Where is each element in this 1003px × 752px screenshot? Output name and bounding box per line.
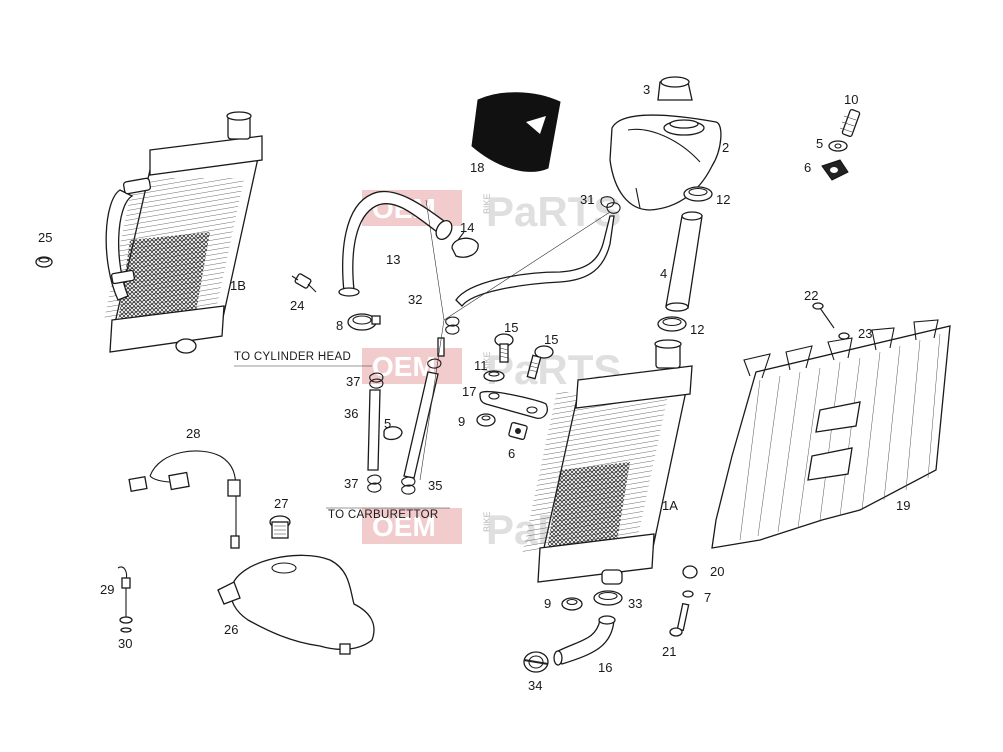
- callout-30: 30: [118, 636, 132, 651]
- wiring-28-drawing: [128, 450, 241, 549]
- note-to-carburettor: TO CARBURETTOR: [328, 509, 438, 521]
- drain-29-drawing: [117, 566, 133, 633]
- callout-11: 11: [474, 358, 488, 373]
- radiator-guard-19-drawing: [711, 319, 951, 549]
- t-connector-drawing: [427, 316, 460, 369]
- callout-14: 14: [460, 220, 474, 235]
- callout-24: 24: [290, 298, 304, 313]
- callout-32: 32: [408, 292, 422, 307]
- watermark-bike: BIKE: [482, 351, 492, 372]
- callout-35: 35: [428, 478, 442, 493]
- hose-32-drawing: [455, 215, 615, 308]
- clamp-12-lower-drawing: [657, 316, 687, 332]
- callout-36: 36: [344, 406, 358, 421]
- cap-27-drawing: [269, 515, 291, 539]
- expansion-tank-drawing: [609, 76, 722, 211]
- bolt-21-drawing: [669, 565, 698, 637]
- clamp-12-upper-drawing: [683, 186, 713, 202]
- radiator-1a-drawing: [522, 339, 693, 585]
- callout-6-center: 6: [508, 446, 515, 461]
- leader-lines: [234, 199, 611, 509]
- callout-31: 31: [580, 192, 594, 207]
- clamp-25-drawing: [35, 256, 53, 268]
- callout-15-left: 15: [504, 320, 518, 335]
- watermark-bike: BIKE: [482, 511, 492, 532]
- shield-18-drawing: [471, 92, 561, 172]
- callout-3: 3: [643, 82, 650, 97]
- callout-12: 12: [716, 192, 730, 207]
- callout-26: 26: [224, 622, 238, 637]
- callout-6: 6: [804, 160, 811, 175]
- hose-36-drawing: [367, 389, 381, 471]
- callout-9-upper: 9: [458, 414, 465, 429]
- clamp-34-drawing: [523, 651, 549, 673]
- callout-37-bottom: 37: [344, 476, 358, 491]
- callout-10: 10: [844, 92, 858, 107]
- callout-labels: 3 2 10 5 6 18 31 12 25 1B 14 13 4 24 32 …: [38, 82, 910, 693]
- callout-20: 20: [710, 564, 724, 579]
- callout-5-center: 5: [384, 416, 391, 431]
- bracket-17-drawing: [479, 390, 548, 419]
- clamps-37-top-drawing: [369, 372, 384, 389]
- callout-29: 29: [100, 582, 114, 597]
- note-to-cylinder-head: TO CYLINDER HEAD: [234, 351, 351, 363]
- bushing-11-drawing: [483, 370, 505, 382]
- callout-7: 7: [704, 590, 711, 605]
- callout-23: 23: [858, 326, 872, 341]
- connector-5-drawing: [383, 426, 403, 441]
- radiator-1b-drawing: [104, 111, 263, 354]
- bolt-10-drawing: [828, 108, 861, 152]
- grommet-9-upper-drawing: [476, 413, 496, 427]
- clamp-8-drawing: [347, 313, 381, 331]
- callout-18: 18: [470, 160, 484, 175]
- hose-13-drawing: [338, 190, 453, 297]
- clamp-31-drawing: [600, 196, 621, 214]
- callout-21: 21: [662, 644, 676, 659]
- watermark-oem: OEM: [372, 511, 436, 542]
- watermark-2: OEM BIKE PaRTS: [362, 346, 621, 393]
- callout-33: 33: [628, 596, 642, 611]
- nut-6-center-drawing: [508, 421, 528, 441]
- callout-22: 22: [804, 288, 818, 303]
- hose-16-drawing: [553, 615, 616, 666]
- hose-35-drawing: [403, 371, 439, 479]
- hose-4-drawing: [665, 211, 703, 312]
- callout-19: 19: [896, 498, 910, 513]
- watermark-parts: PaRTS: [486, 188, 621, 235]
- callout-12-lower: 12: [690, 322, 704, 337]
- clamps-37-bottom-drawing: [367, 474, 382, 493]
- watermark-bike: BIKE: [482, 193, 492, 214]
- bolt-15-right-drawing: [526, 345, 554, 380]
- callout-4: 4: [660, 266, 667, 281]
- grommet-9-lower-drawing: [561, 597, 583, 611]
- clamp-14-drawing: [451, 231, 479, 258]
- callout-27: 27: [274, 496, 288, 511]
- nut-6-top-drawing: [821, 159, 849, 181]
- callout-25: 25: [38, 230, 52, 245]
- bolt-15-left-drawing: [494, 333, 514, 363]
- callout-37-top: 37: [346, 374, 360, 389]
- callout-5: 5: [816, 136, 823, 151]
- callout-34: 34: [528, 678, 542, 693]
- callout-13: 13: [386, 252, 400, 267]
- callout-15-right: 15: [544, 332, 558, 347]
- callout-17: 17: [462, 384, 476, 399]
- callout-2: 2: [722, 140, 729, 155]
- callout-9-lower: 9: [544, 596, 551, 611]
- callout-16: 16: [598, 660, 612, 675]
- callout-1b: 1B: [230, 278, 246, 293]
- callout-1a: 1A: [662, 498, 678, 513]
- sensor-24-drawing: [291, 273, 317, 293]
- clamp-33-drawing: [593, 590, 623, 606]
- clamps-35-drawing: [401, 476, 416, 495]
- callout-28: 28: [186, 426, 200, 441]
- bolt-22-drawing: [812, 302, 850, 340]
- callout-8: 8: [336, 318, 343, 333]
- tank-26-drawing: [217, 554, 375, 655]
